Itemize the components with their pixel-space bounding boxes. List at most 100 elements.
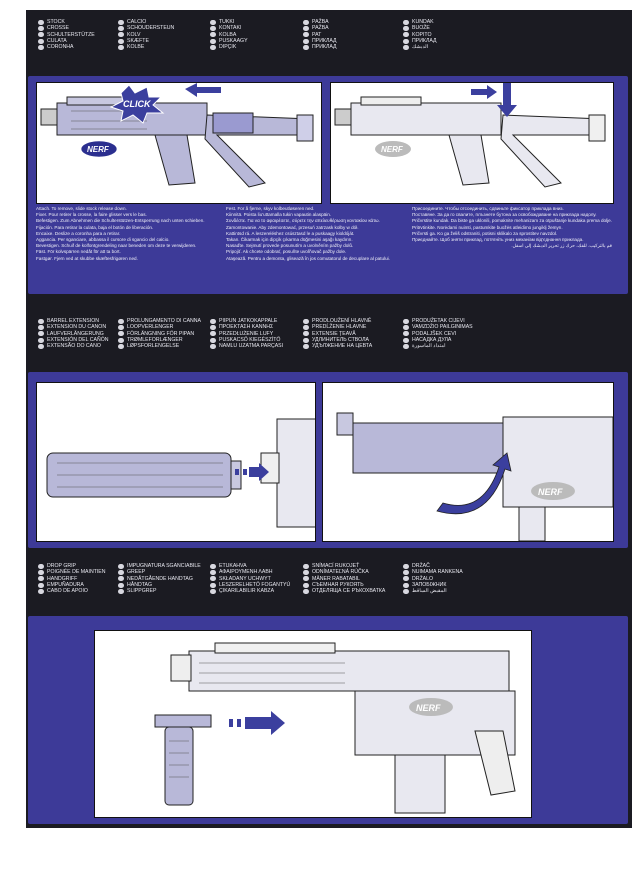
legend-term: HÅNDTAG	[127, 581, 152, 588]
legend-term: CORONHA	[47, 44, 74, 51]
legend-term: СЪЕМНАЯ РУКОЯТЬ	[312, 581, 364, 588]
legend-term: KOLBE	[127, 44, 145, 51]
nerf-logo	[409, 698, 453, 716]
instruction-line: Поставяне. За да го свалите, плъзнете бу…	[412, 212, 597, 218]
legend-column: CALCIO SCHOUDERSTEUN KOLV SKÆFTE KOLBE	[118, 19, 174, 50]
instruction-line: Fixer. Pour retirer la crosse, la faire …	[36, 212, 147, 218]
legend-term: IMPUGNATURA SGANCIABILE	[127, 563, 201, 569]
barrel-attach-panel	[36, 382, 318, 542]
legend-term: PRZEDŁUŻENIE LUFY	[219, 330, 274, 337]
instruction-line: Fijación. Para retirar la culata, baja e…	[36, 224, 154, 230]
instruction-line: Ataşează. Pentru a demonta, glisează în …	[226, 255, 390, 261]
legend-column: PROLUNGAMENTO DI CANNA LOOPVERLENGER FÖR…	[118, 318, 201, 349]
legend-term: BARREL EXTENSION	[47, 318, 99, 324]
legend-term: SCHOUDERSTEUN	[127, 25, 175, 32]
legend-term: PAT	[312, 31, 322, 38]
legend-term: امتداد الماسورة	[412, 343, 446, 350]
stock-legend: STOCK CROSSE SCHULTERSTÜTZE CULATA CORON…	[38, 19, 628, 55]
legend-term: CROSSE	[47, 25, 69, 32]
legend-term: KUNDAK	[412, 19, 434, 25]
legend-term: ÇIKARILABILIR KABZA	[219, 588, 275, 595]
legend-term: УДЪЛЖЕНИЕ НА ЦЕВТА	[312, 343, 373, 350]
legend-term: الدبشك	[412, 44, 429, 51]
legend-term: EXTENSION DU CANON	[47, 324, 107, 331]
legend-term: ПРИКЛАД	[312, 37, 337, 44]
legend-term: EMPUÑADURA	[47, 581, 84, 588]
legend-term: BUOŽE	[412, 25, 430, 32]
legend-term: ODNÍMATEĽNÁ RÚČKA	[312, 569, 369, 576]
legend-term: НАСАДКА ДУЛА	[412, 336, 452, 343]
legend-term: EXTENSIE ȚEAVĂ	[312, 330, 356, 337]
legend-term: SKÆFTE	[127, 37, 149, 44]
stock-release-panel: NERF	[330, 82, 614, 204]
legend-term: DROP GRIP	[47, 563, 77, 569]
legend-term: LAUFVERLÄNGERUNG	[47, 330, 104, 337]
legend-column: PIIPUN JATKOKAPPALE ΠΡΟΕΚΤΑΣΗ ΚΑΝΝΗΣ PRZ…	[210, 318, 283, 349]
legend-term: DRŽAČ	[412, 563, 430, 569]
legend-term: STOCK	[47, 19, 65, 25]
legend-term: DIPÇIK	[219, 44, 237, 51]
legend-term: УДЛИНИТЕЛЬ СТВОЛА	[312, 336, 369, 343]
instruction-line: Takan. Čikarmak için dipçik çıkarma düğm…	[226, 237, 353, 243]
legend-term: TUKKI	[219, 19, 235, 25]
legend-term: CULATA	[47, 37, 67, 44]
legend-term: MÂNER RABATABIL	[312, 575, 360, 582]
legend-column: PRODUŽETAK CIJEVI VAMZDŽIO PAILGINIMAS P…	[403, 318, 473, 349]
legend-column: DRŽAČ NUIMAMA RANKENA DRŽALO ЗАПОБІЖНИК …	[403, 563, 463, 594]
arrow-right-icon	[471, 85, 497, 99]
legend-term: المقبض الساقط	[412, 588, 447, 595]
stock-instructions-mid: Fest. For å fjerne, skyv kolbeutløseren …	[226, 206, 406, 262]
instruction-line: Присоедините. Чтобы отсоединить, сдвиньт…	[412, 206, 564, 211]
barrel-attach-illustration	[46, 418, 318, 528]
instruction-line: Fastgør. Fjern ved at skubbe skæftesfrig…	[36, 255, 138, 261]
legend-term: ЗАПОБІЖНИК	[412, 581, 447, 588]
drop-grip-legend: DROP GRIP POIGNÉE DE MAINTIEN HANDGRIFF …	[38, 563, 628, 599]
legend-column: DROP GRIP POIGNÉE DE MAINTIEN HANDGRIFF …	[38, 563, 106, 594]
barrel-locked-panel: NERF	[322, 382, 614, 542]
legend-term: SKŁADANY UCHWYT	[219, 575, 271, 582]
nerf-logo	[80, 140, 118, 158]
legend-column: STOCK CROSSE SCHULTERSTÜTZE CULATA CORON…	[38, 19, 95, 50]
instruction-line: Aggancia. Per sganciare, abbassa il curs…	[36, 237, 170, 243]
legend-term: VAMZDŽIO PAILGINIMAS	[412, 324, 473, 331]
legend-column: IMPUGNATURA SGANCIABILE GREEP NEDÅTGÅEND…	[118, 563, 201, 594]
stock-attach-panel: NERF CLICK	[36, 82, 322, 204]
legend-term: ΑΦΑΙΡΟΥΜΕΝΗ ΛΑΒΗ	[219, 569, 273, 576]
legend-term: PRODLOUŽENÍ HLAVNĚ	[312, 318, 372, 324]
drop-grip-panel: NERF	[94, 630, 532, 818]
instruction-line: Befestigen. Zum Abnehmen die Schulterstü…	[36, 218, 205, 224]
instruction-line: Fest. For å fjerne, skyv kolbeutløseren …	[226, 206, 315, 211]
stock-release-illustration: NERF	[334, 83, 606, 188]
legend-term: PUSKAAGY	[219, 37, 248, 44]
legend-term: ОТДЕЛЯЩА СЕ РЪКОХВАТКА	[312, 588, 386, 595]
arrow-left-icon	[185, 83, 221, 97]
legend-term: ΠΡΟΕΚΤΑΣΗ ΚΑΝΝΗΣ	[219, 324, 274, 331]
legend-term: ETUKAHVA	[219, 563, 247, 569]
nerf-logo-text: NERF	[381, 145, 404, 154]
click-burst-icon	[109, 84, 165, 124]
legend-column: SNÍMACÍ RUKOJEŤ ODNÍMATEĽNÁ RÚČKA MÂNER …	[303, 563, 385, 594]
legend-column: BARREL EXTENSION EXTENSION DU CANON LAUF…	[38, 318, 109, 349]
legend-term: EXTENSIÓN DEL CAÑÓN	[47, 336, 109, 343]
legend-term: HANDGRIFF	[47, 575, 78, 582]
arrow-down-icon	[497, 83, 517, 117]
legend-column: TUKKI KONTAKI KOLBA PUSKAAGY DIPÇIK	[210, 19, 248, 50]
instruction-line: Pričvrstite kundak. Da biste ga uklonili…	[412, 218, 612, 224]
legend-term: PROLUNGAMENTO DI CANNA	[127, 318, 201, 324]
instruction-line: Zamontowanie. Aby zdemontować, przesuń z…	[226, 224, 359, 230]
instruction-line: Приєднайте. Щоб зняти приклад, потягніть…	[412, 237, 584, 243]
barrel-extension-legend: BARREL EXTENSION EXTENSION DU CANON LAUF…	[38, 318, 628, 354]
legend-term: CABO DE APOIO	[47, 588, 88, 595]
legend-term: SNÍMACÍ RUKOJEŤ	[312, 563, 360, 569]
rotate-arrow-icon	[436, 452, 512, 515]
nerf-logo-text: NERF	[87, 145, 110, 154]
instruction-line: Fäst. För kolvspärren nedåt för att ta b…	[36, 249, 121, 255]
instruction-line: Attach. To remove, slide stock release d…	[36, 206, 127, 211]
nerf-logo	[531, 482, 575, 500]
legend-term: ПРИКЛАД	[312, 44, 337, 51]
legend-term: ПРИКЛАД	[412, 37, 437, 44]
instruction-line: Nasaďte. Sejmutí provede posunutím a uvo…	[226, 243, 354, 249]
instruction-line: قم بالتركيب. للفك، حرك زر تحرير الدبشك إ…	[511, 243, 612, 249]
drop-grip-part	[154, 714, 212, 806]
legend-term: NAMLU UZATMA PARÇASI	[219, 343, 284, 350]
